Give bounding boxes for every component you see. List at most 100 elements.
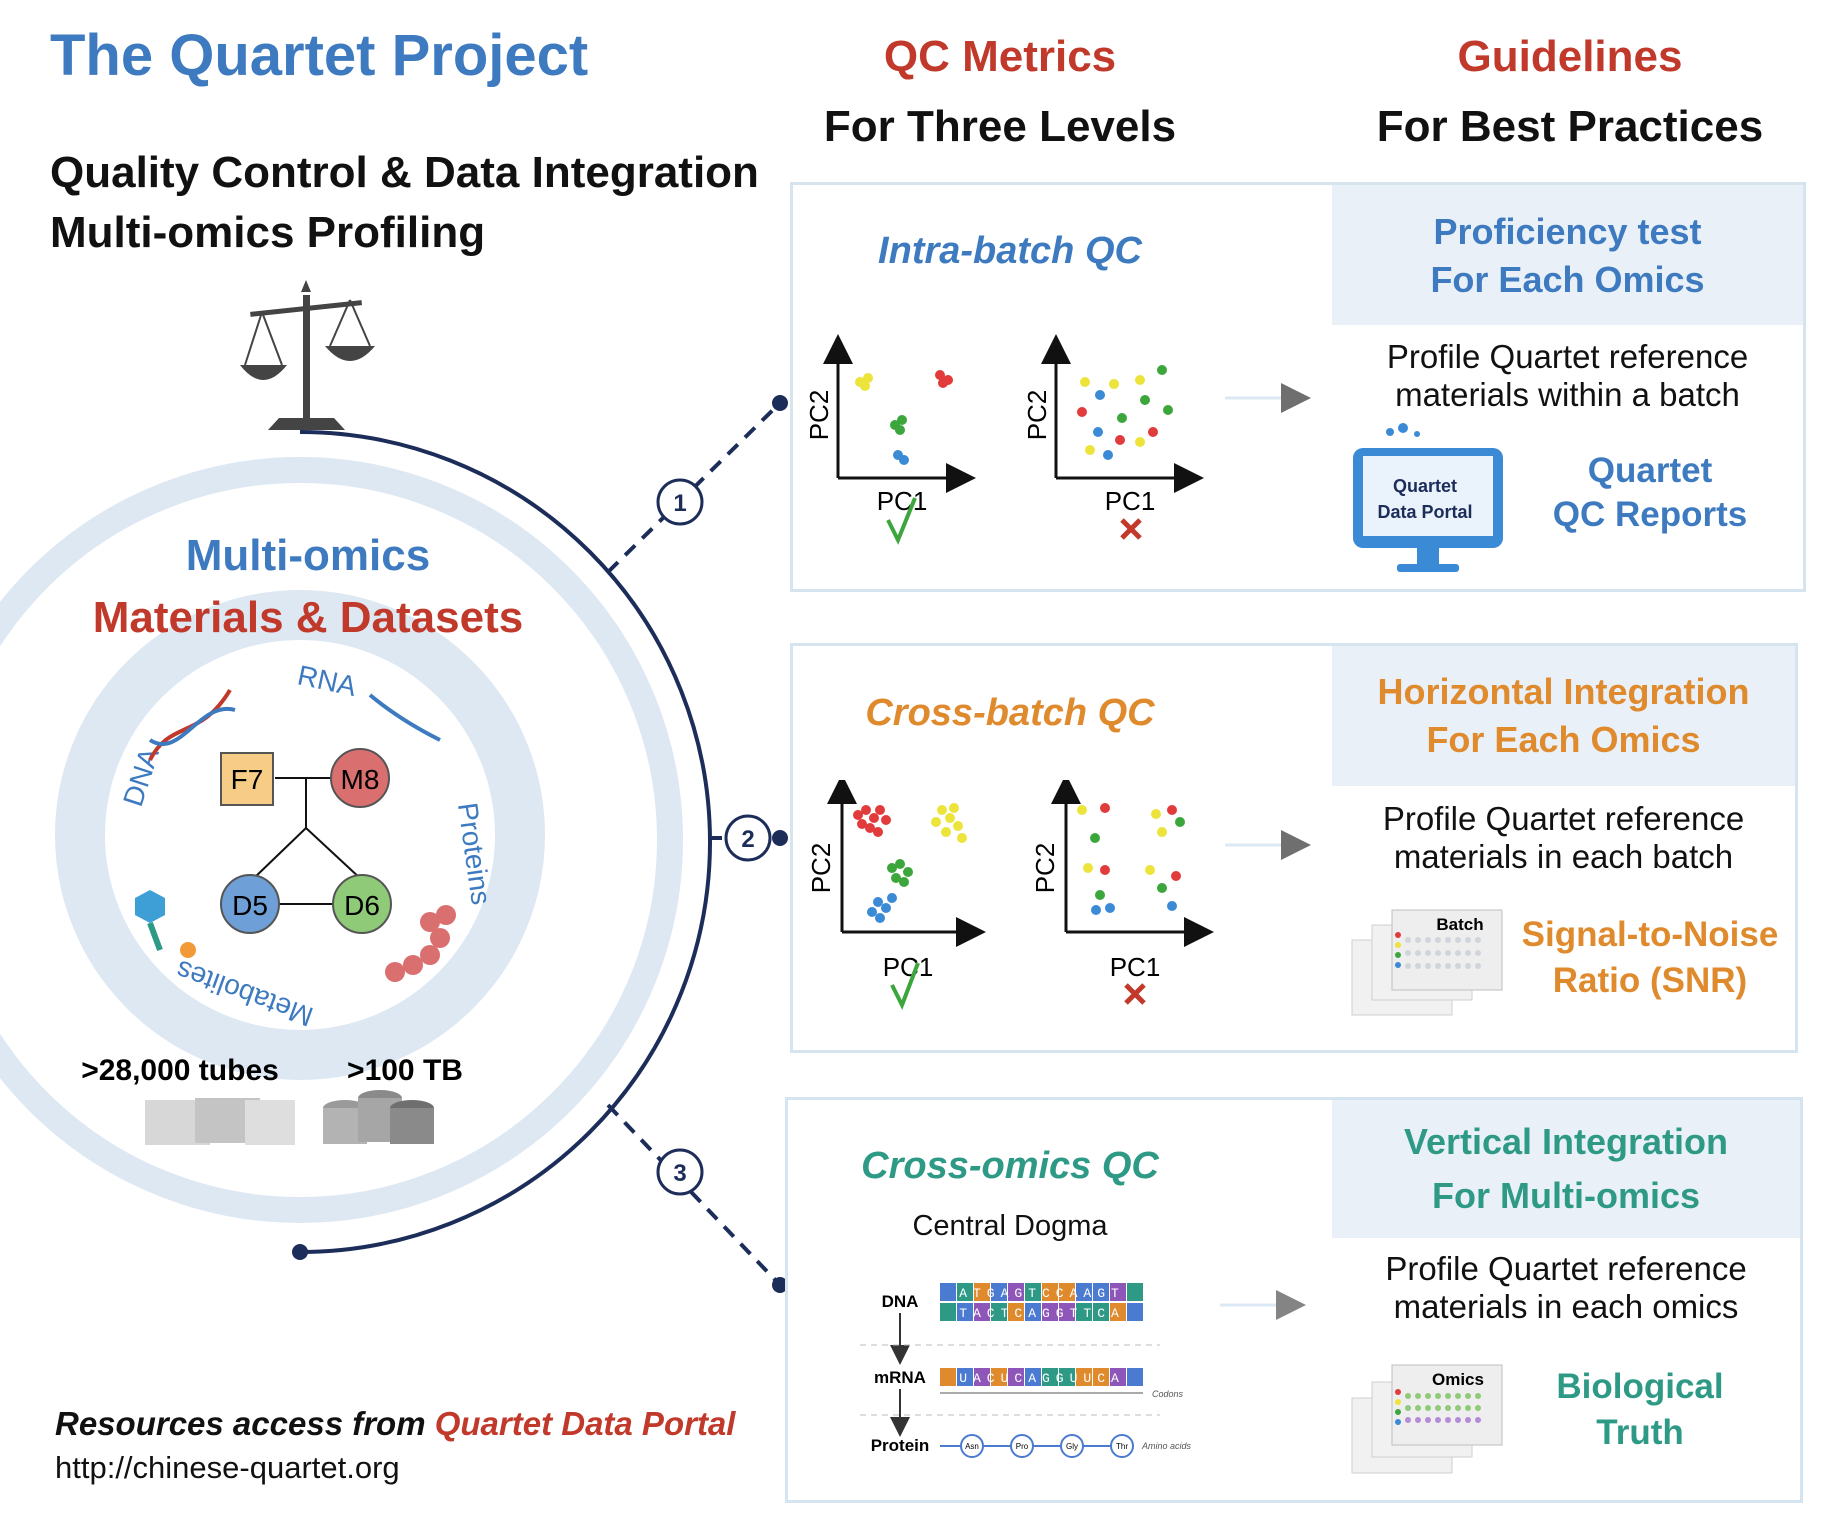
central-dogma-graphic: DNA mRNA Protein ATGAGTCCAAGT TACTCAGGTT… [860,1283,1306,1458]
guide-title-2a: Horizontal Integration [1377,671,1750,712]
qc-header-line2: For Three Levels [823,102,1177,151]
cross-icon [1120,518,1142,540]
sample-f7 [220,752,274,806]
guide-tool-2b: Ratio (SNR) [1552,961,1748,1000]
axis-y-2b: PC2 [1030,843,1060,894]
axis-y-1b: PC2 [1022,390,1052,441]
svg-text:Quartet: Quartet [1393,476,1457,496]
footer-url[interactable]: http://chinese-quartet.org [55,1450,400,1485]
axis-y-1a: PC2 [804,390,834,441]
materials-title2: Materials & Datasets [93,593,523,642]
level-number-2: 2 [741,826,754,853]
amino-2: Pro [1016,1442,1029,1451]
sample-d5 [220,874,280,934]
svg-text:Batch: Batch [1436,915,1483,934]
mrna-sequence-bars [940,1368,1143,1386]
dogma-mrna-label: mRNA [874,1368,926,1387]
pca-batches-points [1077,803,1185,915]
footer-resources: Resources access from Quartet Data Porta… [55,1405,735,1443]
footer-prefix: Resources access from [55,1405,435,1442]
subtitle-line-1: Quality Control & Data Integration [50,148,759,197]
qc-title-3: Cross-omics QC [861,1145,1159,1187]
axis-x-1a: PC1 [877,486,928,516]
level-badge-1 [656,478,704,526]
axis-x-2b: PC1 [1110,952,1161,982]
guide-title-3b: For Multi-omics [1432,1175,1700,1216]
database-icon [323,1090,434,1144]
guide-title-1b: For Each Omics [1430,259,1705,300]
dna-bottom-strand: TACTCAGGTTCA [959,1306,1125,1321]
protein-chain-icon [385,905,456,982]
qc-title-1: Intra-batch QC [878,230,1142,272]
stat-tb: >100 TB [347,1054,463,1087]
batch-plate-icon: Batch [1351,909,1503,1016]
guide-desc-3b: materials in each omics [1393,1288,1739,1325]
pca-good-points [855,370,953,465]
connector-3 [606,1103,782,1287]
sample-label-f7: F7 [231,764,264,795]
metabolite-icon [135,890,196,958]
guide-desc-2a: Profile Quartet reference [1382,800,1745,837]
axis-x-2a: PC1 [883,952,934,982]
subtitle-line-2: Multi-omics Profiling [50,208,486,257]
guide-tool-3a: Biological [1556,1367,1724,1406]
navy-arc [299,430,712,1254]
tube-rack-icon [145,1098,295,1145]
level-number-3: 3 [673,1160,686,1187]
check-icon [890,962,920,1010]
mrna-strand: UACUCAGGUUCA [959,1371,1125,1386]
amino-4: Thr [1116,1442,1128,1451]
guide-tool-1b: QC Reports [1552,495,1748,534]
page-title: The Quartet Project [50,23,589,88]
dna-sequence-bars [940,1283,1143,1321]
guidelines-header-line2: For Best Practices [1376,102,1764,151]
pca-bad-points [1077,365,1173,460]
ring-label-proteins: Proteins [452,801,497,907]
sample-label-d6: D6 [344,890,380,921]
dogma-dna-label: DNA [882,1292,919,1311]
rna-strand-icon [368,693,441,742]
guide-desc-2b: materials in each batch [1393,838,1734,875]
arc-end-dot [292,1244,308,1260]
guide-tool-3b: Truth [1596,1413,1684,1452]
footer-portal-link[interactable]: Quartet Data Portal [434,1405,736,1442]
level-badge-2 [724,814,772,862]
dna-helix-icon [148,688,236,761]
intra-batch-pca: PC1 PC2 PC1 PC2 [804,334,1311,545]
sample-label-m8: M8 [341,764,380,795]
materials-graphic: 1 2 3 Multi-omics Materials & Datasets R… [0,280,788,1293]
guide-title-3a: Vertical Integration [1403,1121,1729,1162]
qc-header-line1: QC Metrics [883,32,1117,81]
amino-3: Gly [1066,1442,1078,1451]
guidelines-header-line1: Guidelines [1457,32,1683,81]
central-dogma-label: Central Dogma [912,1210,1108,1242]
guide-tool-1a: Quartet [1587,451,1713,490]
omics-plate-icon: Omics [1351,1364,1503,1474]
dogma-protein-label: Protein [871,1436,930,1455]
guide-tool-2a: Signal-to-Noise [1521,915,1779,954]
sample-label-d5: D5 [232,890,268,921]
cross-icon [1124,983,1146,1005]
pedigree-diagram: F7 M8 D5 D6 [220,748,392,934]
guide-desc-1a: Profile Quartet reference [1386,338,1749,375]
qc-title-2: Cross-batch QC [865,692,1155,734]
guide-desc-3a: Profile Quartet reference [1385,1250,1747,1287]
axis-x-1b: PC1 [1105,486,1156,516]
materials-title1: Multi-omics [186,531,430,580]
amino-acids-label: Amino acids [1141,1441,1192,1451]
ring-label-rna: RNA [295,659,360,702]
axis-y-2a: PC2 [806,843,836,894]
svg-text:Data Portal: Data Portal [1377,502,1472,522]
check-icon [886,497,917,545]
guide-title-1a: Proficiency test [1433,211,1702,252]
svg-text:Omics: Omics [1432,1370,1484,1389]
level-number-1: 1 [673,490,686,517]
level-badge-3 [656,1148,704,1196]
balance-scale-icon [240,280,375,430]
cross-batch-pca: PC1 PC2 PC1 PC2 [806,780,1311,1010]
sample-m8 [330,748,390,808]
guide-desc-1b: materials within a batch [1395,376,1740,413]
guide-title-2b: For Each Omics [1426,719,1701,760]
amino-1: Asn [965,1442,979,1451]
stat-tubes: >28,000 tubes [81,1054,279,1087]
